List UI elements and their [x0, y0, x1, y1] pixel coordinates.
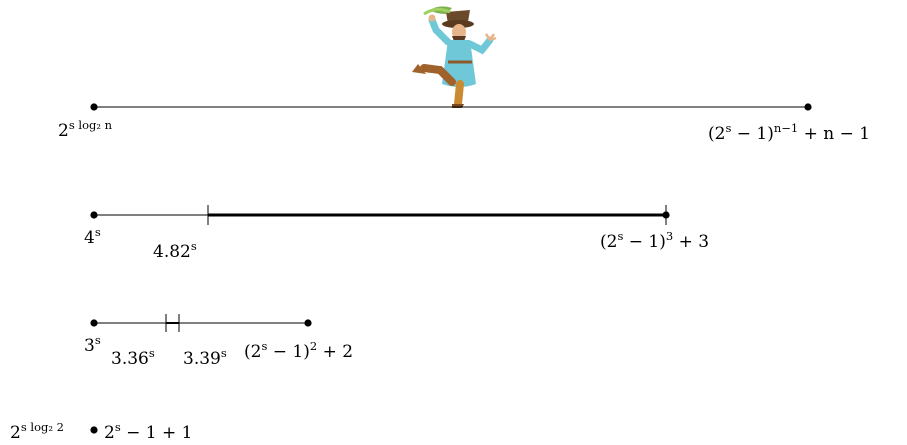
row-4-right-label: 2s − 1 + 1 — [104, 420, 192, 443]
row-3-right-label: (2s − 1)2 + 2 — [244, 339, 353, 362]
row-1-right-label: (2s − 1)n−1 + n − 1 — [708, 121, 870, 144]
dancing-man-illustration — [412, 6, 497, 108]
row-2-left-dot — [90, 211, 98, 219]
row-3-tick-2-label: 3.39s — [183, 346, 227, 369]
row-2-right-dot — [662, 211, 670, 219]
row-3-right-dot — [304, 319, 312, 327]
row-3-number-line: 3s 3.36s 3.39s (2s − 1)2 + 2 — [84, 314, 353, 369]
row-2-right-label: (2s − 1)3 + 3 — [600, 229, 709, 252]
row-1-left-dot — [90, 103, 98, 111]
row-4-number-line: 2s log₂ 2 2s − 1 + 1 — [10, 420, 192, 443]
row-3-left-label: 3s — [84, 333, 101, 356]
row-2-number-line: 4s 4.82s (2s − 1)3 + 3 — [84, 205, 709, 262]
row-2-tick-label: 4.82s — [153, 239, 197, 262]
row-4-left-label: 2s log₂ 2 — [10, 420, 64, 443]
row-1-left-label: 2s log₂ n — [58, 118, 113, 141]
row-1-right-dot — [804, 103, 812, 111]
row-1-number-line: 2s log₂ n (2s − 1)n−1 + n − 1 — [58, 103, 870, 144]
row-3-tick-1-label: 3.36s — [111, 346, 155, 369]
row-2-left-label: 4s — [84, 225, 101, 248]
row-4-dot — [90, 426, 98, 434]
row-3-left-dot — [90, 319, 98, 327]
